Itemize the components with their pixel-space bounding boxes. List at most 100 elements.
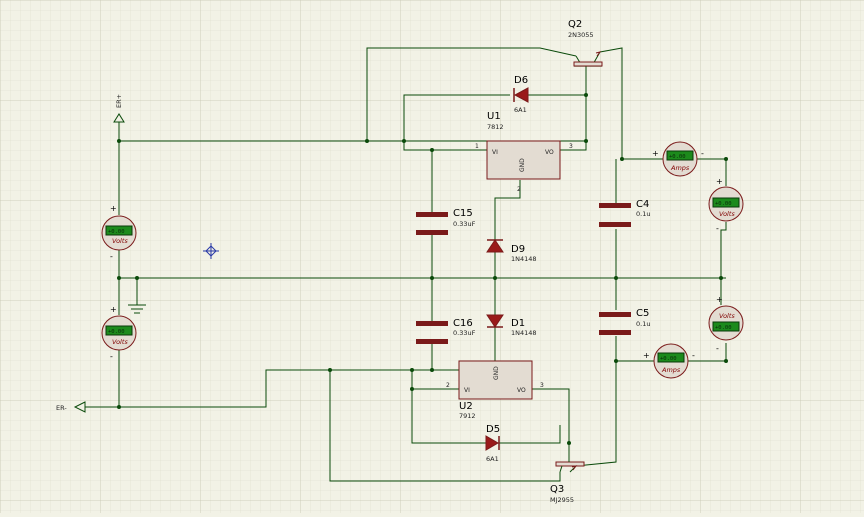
u2-pin-in-num: 2 xyxy=(446,382,450,389)
lcd-display xyxy=(712,321,740,332)
regulator-u1[interactable]: U1 7812 VI VO GND 1 3 2 xyxy=(475,111,573,193)
u2-pin-out: VO xyxy=(517,387,526,394)
c5-ref: C5 xyxy=(636,308,649,319)
u2-ref: U2 xyxy=(459,401,473,412)
meter-reading: +0.00 xyxy=(715,201,732,207)
voltmeter-output-negative[interactable]: +0.00 Volts + - xyxy=(708,295,744,353)
capacitor-c16[interactable]: C16 0.33uF xyxy=(416,318,476,344)
q2-value: 2N3055 xyxy=(568,31,594,39)
d6-ref: D6 xyxy=(514,75,528,86)
u2-pin-gnd: GND xyxy=(493,366,500,380)
meter-reading: +0.00 xyxy=(108,329,125,335)
u1-body xyxy=(486,140,561,180)
diode-d9-icon xyxy=(486,239,504,253)
c4-value: 0.1u xyxy=(636,210,650,218)
meter-plus: + xyxy=(652,149,659,158)
diode-d5-icon xyxy=(485,435,499,451)
u2-body xyxy=(458,360,533,400)
capacitor-c5[interactable]: C5 0.1u xyxy=(599,308,650,335)
meter-minus: - xyxy=(716,224,719,233)
u1-pin-in: VI xyxy=(492,149,498,156)
meter-minus: - xyxy=(110,352,113,361)
c15-value: 0.33uF xyxy=(453,220,476,228)
meter-minus: - xyxy=(692,351,695,360)
terminal-negative[interactable]: ER- xyxy=(56,401,86,413)
c5-value: 0.1u xyxy=(636,320,650,328)
terminal-arrow-left-icon xyxy=(73,401,86,413)
lcd-display xyxy=(657,352,685,363)
diode-d6[interactable]: D6 6A1 xyxy=(513,75,529,114)
lcd-display xyxy=(105,225,133,236)
terminal-positive[interactable]: ER+ xyxy=(113,94,125,123)
meter-plus: + xyxy=(643,351,650,360)
diode-d1-icon xyxy=(486,314,504,328)
d1-value: 1N4148 xyxy=(511,329,537,337)
meter-label: Volts xyxy=(719,312,735,320)
c16-value: 0.33uF xyxy=(453,329,476,337)
meter-plus: + xyxy=(716,177,723,186)
voltmeter-input-positive[interactable]: +0.00 Volts + - xyxy=(101,204,137,261)
meter-minus: - xyxy=(701,149,704,158)
meter-plus: + xyxy=(716,295,723,304)
q2-ref: Q2 xyxy=(568,19,582,30)
transistor-q2[interactable]: Q2 2N3055 xyxy=(568,19,603,94)
u1-ref: U1 xyxy=(487,111,501,122)
ammeter-output-positive[interactable]: +0.00 Amps + - xyxy=(652,141,704,177)
meter-reading: +0.00 xyxy=(715,325,732,331)
voltmeter-output-positive[interactable]: +0.00 Volts + - xyxy=(708,177,744,233)
meter-reading: +0.00 xyxy=(660,356,677,362)
meter-label: Amps xyxy=(670,164,690,172)
meter-label: Volts xyxy=(112,237,128,245)
voltmeter-input-negative[interactable]: +0.00 Volts + - xyxy=(101,305,137,361)
lcd-display xyxy=(666,150,694,161)
meter-label: Volts xyxy=(112,338,128,346)
ground-symbol[interactable] xyxy=(128,304,146,314)
d1-ref: D1 xyxy=(511,318,525,329)
ammeter-output-negative[interactable]: +0.00 Amps + - xyxy=(643,343,695,379)
u2-pin-out-num: 3 xyxy=(540,382,544,389)
u1-pin-in-num: 1 xyxy=(475,143,479,150)
meter-plus: + xyxy=(110,204,117,213)
u1-pin-out: VO xyxy=(545,149,554,156)
crosshair-marker-icon xyxy=(203,243,219,259)
transistor-q3[interactable]: Q3 MJ2955 xyxy=(550,456,585,504)
meter-label: Volts xyxy=(719,210,735,218)
junction-dots xyxy=(117,93,728,445)
regulator-u2[interactable]: U2 7912 VI VO GND 2 3 xyxy=(446,360,544,420)
d6-value: 6A1 xyxy=(514,106,527,114)
lcd-display xyxy=(712,197,740,208)
q3-ref: Q3 xyxy=(550,484,564,495)
u1-pin-out-num: 3 xyxy=(569,143,573,150)
meter-reading: +0.00 xyxy=(669,154,686,160)
u2-pin-in: VI xyxy=(464,387,470,394)
c16-ref: C16 xyxy=(453,318,473,329)
u2-value: 7912 xyxy=(459,412,476,420)
d9-ref: D9 xyxy=(511,244,525,255)
q3-value: MJ2955 xyxy=(550,496,574,504)
meter-plus: + xyxy=(110,305,117,314)
capacitor-c15[interactable]: C15 0.33uF xyxy=(416,208,476,235)
diode-d6-icon xyxy=(513,87,529,103)
d5-ref: D5 xyxy=(486,424,500,435)
u1-value: 7812 xyxy=(487,123,504,131)
u1-pin-gnd: GND xyxy=(519,158,526,172)
lcd-display xyxy=(105,325,133,336)
meter-reading: +0.00 xyxy=(108,229,125,235)
c15-ref: C15 xyxy=(453,208,473,219)
capacitor-c4[interactable]: C4 0.1u xyxy=(599,199,650,227)
u1-pin-gnd-num: 2 xyxy=(517,186,521,193)
terminal-arrow-up-icon xyxy=(113,113,125,123)
d5-value: 6A1 xyxy=(486,455,499,463)
d9-value: 1N4148 xyxy=(511,255,537,263)
terminal-negative-label: ER- xyxy=(56,404,67,412)
diode-d9[interactable]: D9 1N4148 xyxy=(486,239,537,263)
diode-d5[interactable]: D5 6A1 xyxy=(485,424,500,463)
c4-ref: C4 xyxy=(636,199,649,210)
terminal-positive-label: ER+ xyxy=(115,94,123,108)
diode-d1[interactable]: D1 1N4148 xyxy=(486,314,537,337)
meter-label: Amps xyxy=(661,366,681,374)
meter-minus: - xyxy=(716,344,719,353)
meter-minus: - xyxy=(110,252,113,261)
